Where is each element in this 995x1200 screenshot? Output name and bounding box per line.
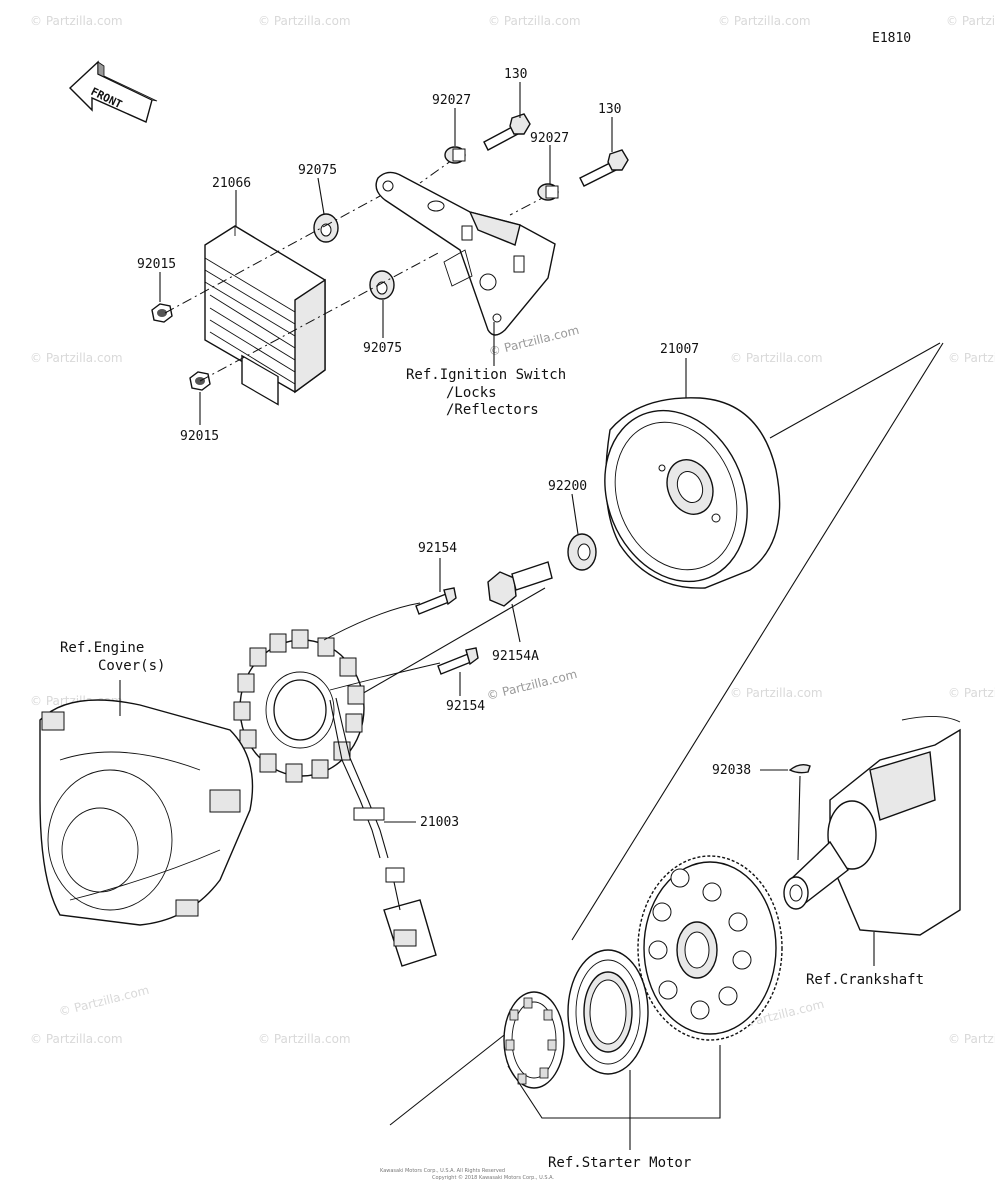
bolt-130-upper: [483, 113, 531, 151]
label-92038: 92038: [712, 763, 751, 778]
starter-clutch-gear: [637, 855, 783, 1041]
watermark: © Partzilla.com: [946, 14, 995, 28]
label-92027: 92027: [432, 93, 471, 108]
watermark: © Partzilla.com: [258, 14, 351, 28]
engine-cover: [39, 699, 254, 926]
label-92027: 92027: [530, 131, 569, 146]
watermark: © Partzilla.com: [488, 14, 581, 28]
label-92015: 92015: [137, 257, 176, 272]
collar-92027-upper: [444, 146, 466, 164]
flywheel-rotor: [604, 397, 781, 589]
nut-92015-upper: [151, 303, 173, 323]
label-92075: 92075: [363, 341, 402, 356]
watermark: © Partzilla.com: [948, 686, 995, 700]
leader-lines: [119, 82, 875, 1150]
watermark: © Partzilla.com: [948, 1032, 995, 1046]
watermark: © Partzilla.com: [57, 983, 150, 1019]
washer-92200: [567, 533, 597, 571]
label-130: 130: [598, 102, 621, 117]
crankshaft: [783, 716, 961, 936]
collar-92027-lower: [537, 183, 559, 201]
diagram-code: E1810: [872, 31, 911, 46]
woodruff-key-92038: [788, 763, 811, 774]
watermark: © Partzilla.com: [30, 351, 123, 365]
watermark-center: © Partzilla.com: [485, 667, 578, 703]
label-92075: 92075: [298, 163, 337, 178]
watermark: © Partzilla.com: [730, 351, 823, 365]
bolt-92154-lower: [437, 647, 479, 675]
label-21066: 21066: [212, 176, 251, 191]
bolt-92154-upper: [415, 587, 457, 615]
mounting-bracket: [375, 171, 556, 336]
stator-coil: [233, 602, 441, 967]
watermark: © Partzilla.com: [258, 1032, 351, 1046]
label-92154A: 92154A: [492, 649, 539, 664]
ref-ignition-reflectors: /Reflectors: [446, 402, 539, 418]
watermark: © Partzilla.com: [730, 686, 823, 700]
label-92200: 92200: [548, 479, 587, 494]
copyright-line: Copyright © 2018 Kawasaki Motors Corp., …: [432, 1174, 554, 1181]
watermark: © Partzilla.com: [30, 14, 123, 28]
bolt-92154A: [487, 561, 553, 607]
ref-crankshaft: Ref.Crankshaft: [806, 972, 924, 988]
regulator-rectifier: [204, 225, 326, 406]
ref-engine-cover: Ref.Engine: [60, 640, 144, 656]
label-21007: 21007: [660, 342, 699, 357]
watermark: © Partzilla.com: [718, 14, 811, 28]
bolt-130-lower: [579, 149, 629, 187]
front-arrow-icon: FRONT: [68, 60, 158, 123]
reference-labels: Ref.Ignition Switch /Locks /Reflectors R…: [60, 367, 924, 1171]
copyright: Kawasaki Motors Corp., U.S.A. All Rights…: [380, 1168, 554, 1181]
grommet-92075-upper: [313, 213, 339, 243]
label-92154: 92154: [418, 541, 457, 556]
grommet-92075-lower: [369, 270, 395, 300]
label-92154: 92154: [446, 699, 485, 714]
ref-starter-motor: Ref.Starter Motor: [548, 1155, 691, 1171]
ref-ignition-switch: Ref.Ignition Switch: [406, 367, 566, 383]
watermark: © Partzilla.com: [948, 351, 995, 365]
assembly-boundary: [359, 342, 944, 1126]
ref-ignition-locks: /Locks: [446, 385, 497, 401]
watermark: © Partzilla.com: [30, 1032, 123, 1046]
label-92015: 92015: [180, 429, 219, 444]
part-labels: 130 130 92027 92027 21066 92075 92075 92…: [137, 67, 751, 830]
ref-engine-cover-s: Cover(s): [98, 658, 165, 674]
label-130: 130: [504, 67, 527, 82]
copyright-line: Kawasaki Motors Corp., U.S.A. All Rights…: [380, 1168, 505, 1174]
one-way-clutch: [503, 991, 565, 1089]
starter-clutch-plate: [567, 949, 649, 1075]
label-21003: 21003: [420, 815, 459, 830]
